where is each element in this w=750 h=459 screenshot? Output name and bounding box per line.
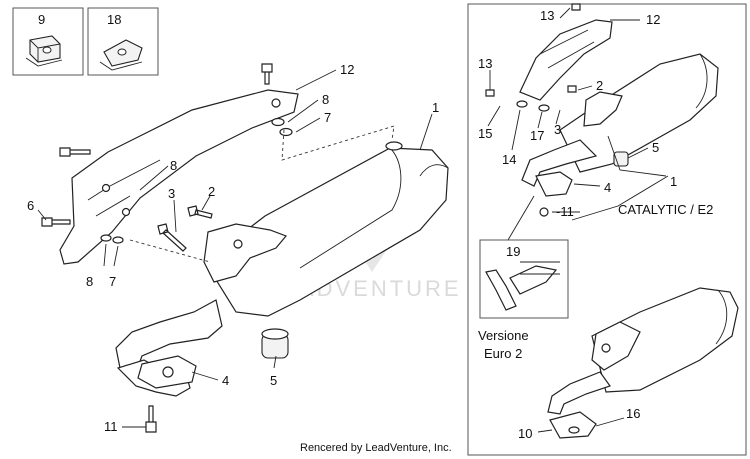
catalytic-label: CATALYTIC / E2 [618,202,713,217]
render-credit: Rencered by LeadVenture, Inc. [300,442,452,454]
callout-5-right: 5 [652,140,659,155]
part-box-9: 9 [12,7,84,76]
callout-8-shield: 8 [170,158,177,173]
callout-2: 2 [208,184,215,199]
callout-13-top: 13 [540,8,554,23]
callout-10: 10 [518,426,532,441]
callout-4: 4 [222,373,229,388]
euro2-label: Euro 2 [484,346,522,361]
callout-6: 6 [27,198,34,213]
callout-17: 17 [530,128,544,143]
callout-4-right: 4 [604,180,611,195]
callout-3: 3 [168,186,175,201]
callout-14: 14 [502,152,516,167]
callout-5: 5 [270,373,277,388]
callout-7: 7 [324,110,331,125]
callout-18: 18 [107,12,121,27]
callout-16: 16 [626,406,640,421]
callout-11-right: -11 [556,204,574,219]
callout-1: 1 [432,100,439,115]
part-box-18: 18 [87,7,159,76]
callout-12-right: 12 [646,12,660,27]
callout-12: 12 [340,62,354,77]
callout-19: 19 [506,244,520,259]
euro2-inset: 19 Versione Euro 2 [478,239,569,361]
main-exhaust-assembly [41,63,449,433]
callout-3-right: 3 [554,122,561,137]
callout-15: 15 [478,126,492,141]
callout-9: 9 [38,12,45,27]
callout-11: 11 [104,419,118,434]
callout-1-right: 1 [670,174,677,189]
callout-7-washer: 7 [109,274,116,289]
callout-13-side: 13 [478,56,492,71]
versione-label: Versione [478,328,529,343]
callout-2-right: 2 [596,78,603,93]
callout-8-washer: 8 [86,274,93,289]
left-leaders [37,69,433,428]
euro2-exhaust-assembly [537,287,739,439]
callout-8: 8 [322,92,329,107]
